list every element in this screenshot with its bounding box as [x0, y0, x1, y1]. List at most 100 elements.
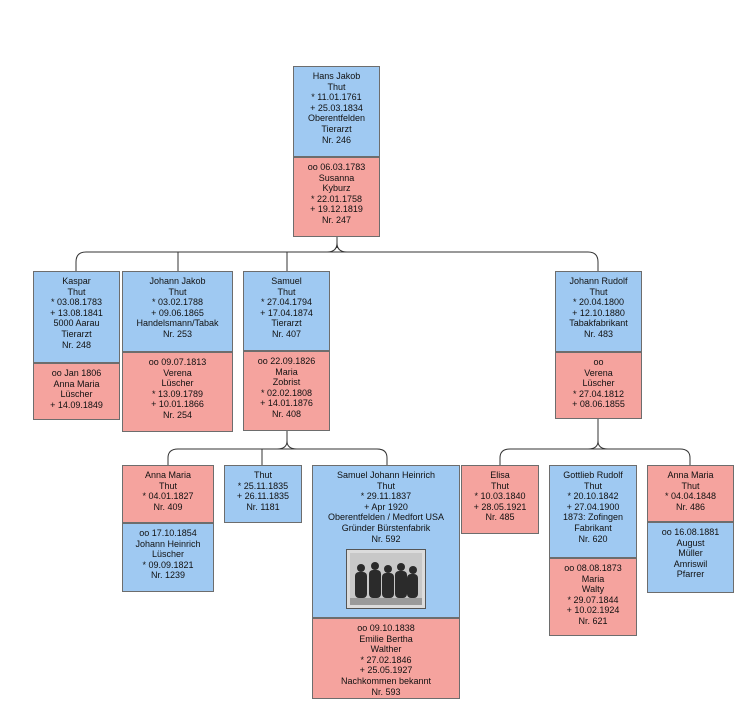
surname: Lüscher — [582, 378, 615, 389]
name: Anna Maria — [667, 470, 714, 480]
occupation: Tierarzt — [321, 123, 352, 134]
person-anna-maria-thut-1848[interactable]: Anna Maria Thut * 04.04.1848 Nr. 486 — [647, 465, 734, 522]
number: Nr. 620 — [578, 533, 608, 544]
number: Nr. 248 — [61, 339, 92, 350]
surname: Kyburz — [322, 183, 351, 194]
death: + Apr 1920 — [364, 501, 408, 512]
surname: Thut — [158, 480, 177, 491]
occupation: Pfarrer — [676, 569, 705, 580]
person-gottlieb-rudolf-thut[interactable]: Gottlieb Rudolf Thut * 20.10.1842 + 27.0… — [549, 465, 637, 558]
person-hans-jakob-thut[interactable]: Hans Jakob Thut * 11.01.1761 + 25.03.183… — [293, 66, 380, 157]
occupation: Tierarzt — [271, 318, 302, 329]
marriage: oo 09.10.1838 — [357, 623, 415, 633]
marriage: oo 09.07.1813 — [148, 357, 207, 367]
name: Maria — [275, 366, 298, 377]
spouse-maria-walty[interactable]: oo 08.08.1873 Maria Walty * 29.07.1844 +… — [549, 558, 637, 636]
name: Gottlieb Rudolf — [563, 470, 623, 480]
birth: * 27.04.1812 — [572, 388, 625, 399]
number: Nr. 246 — [321, 134, 352, 145]
marriage: oo 16.08.1881 — [661, 527, 720, 537]
birth: * 25.11.1835 — [237, 480, 289, 491]
name: Samuel — [271, 276, 302, 286]
spouse-susanna-kyburz[interactable]: oo 06.03.1783 Susanna Kyburz * 22.01.175… — [293, 157, 380, 237]
person-kaspar-thut[interactable]: Kaspar Thut * 03.08.1783 + 13.08.1841 50… — [33, 271, 120, 363]
death: + 17.04.1874 — [260, 307, 313, 318]
death: + 08.06.1855 — [572, 399, 625, 410]
name: Hans Jakob — [312, 71, 361, 81]
number: Nr. 254 — [162, 409, 193, 420]
name: Anna Maria — [144, 470, 192, 480]
name: Verena — [163, 367, 192, 378]
number: Nr. 247 — [321, 214, 352, 225]
death: + 19.12.1819 — [310, 204, 363, 215]
number: Nr. 593 — [371, 686, 401, 697]
death: + 25.03.1834 — [310, 102, 363, 113]
birth: * 22.01.1758 — [310, 193, 363, 204]
place: Amriswil — [673, 558, 708, 569]
person-johann-jakob-thut[interactable]: Johann Jakob Thut * 03.02.1788 + 09.06.1… — [122, 271, 233, 352]
death: + 28.05.1921 — [473, 501, 527, 512]
name: Emilie Bertha — [359, 633, 413, 644]
birth: * 09.09.1821 — [142, 559, 194, 570]
spouse-august-muller[interactable]: oo 16.08.1881 August Müller Amriswil Pfa… — [647, 522, 734, 593]
place: Oberentfelden / Medfort USA — [327, 512, 445, 523]
death: + 14.01.1876 — [260, 398, 313, 409]
birth: * 29.11.1837 — [360, 491, 412, 502]
name: Susanna — [318, 172, 355, 183]
death: + 26.11.1835 — [236, 491, 290, 502]
person-thut-1835[interactable]: Thut * 25.11.1835 + 26.11.1835 Nr. 1181 — [224, 465, 302, 523]
spouse-maria-zobrist[interactable]: oo 22.09.1826 Maria Zobrist * 02.02.1808… — [243, 351, 330, 431]
number: Nr. 485 — [485, 512, 515, 523]
spouse-anna-maria-luscher[interactable]: oo Jan 1806 Anna Maria Lüscher + 14.09.1… — [33, 363, 120, 420]
spouse-verena-luscher-1812[interactable]: oo Verena Lüscher * 27.04.1812 + 08.06.1… — [555, 352, 642, 419]
person-anna-maria-thut-1827[interactable]: Anna Maria Thut * 04.01.1827 Nr. 409 — [122, 465, 214, 523]
surname: Zobrist — [272, 377, 301, 388]
name: Johann Rudolf — [569, 276, 628, 286]
birth: * 03.02.1788 — [151, 297, 204, 308]
surname: Thut — [253, 470, 272, 480]
name: Johann Heinrich — [135, 538, 201, 549]
number: Nr. 621 — [578, 615, 608, 626]
name: Elisa — [490, 470, 510, 480]
birth: * 03.08.1783 — [50, 297, 103, 308]
spouse-verena-luscher-1789[interactable]: oo 09.07.1813 Verena Lüscher * 13.09.178… — [122, 352, 233, 432]
birth: * 11.01.1761 — [311, 92, 362, 103]
name: Maria — [581, 573, 605, 584]
birth: * 20.04.1800 — [572, 297, 625, 308]
surname: Thut — [589, 286, 608, 297]
name: Johann Jakob — [149, 276, 206, 286]
death: + 12.10.1880 — [572, 307, 625, 318]
spouse-johann-heinrich-luscher[interactable]: oo 17.10.1854 Johann Heinrich Lüscher * … — [122, 523, 214, 592]
marriage: oo — [593, 357, 604, 367]
marriage: oo 22.09.1826 — [257, 356, 316, 366]
death: + 09.06.1865 — [151, 307, 204, 318]
number: Nr. 592 — [371, 533, 401, 544]
number: Nr. 408 — [271, 408, 302, 419]
birth: * 02.02.1808 — [260, 387, 313, 398]
marriage: oo Jan 1806 — [51, 368, 102, 378]
birth: * 04.04.1848 — [664, 491, 717, 502]
surname: Walther — [370, 644, 402, 655]
birth: * 20.10.1842 — [567, 491, 619, 502]
note: Nachkommen bekannt — [340, 675, 432, 686]
spouse-emilie-bertha-walther[interactable]: oo 09.10.1838 Emilie Bertha Walther * 27… — [312, 618, 460, 699]
person-samuel-thut[interactable]: Samuel Thut * 27.04.1794 + 17.04.1874 Ti… — [243, 271, 330, 351]
marriage: oo 08.08.1873 — [564, 563, 622, 573]
birth: * 27.04.1794 — [260, 297, 313, 308]
surname: Lüscher — [60, 389, 93, 400]
birth: * 13.09.1789 — [151, 388, 204, 399]
surname: Thut — [681, 480, 700, 491]
surname: Müller — [678, 548, 703, 559]
surname: Thut — [583, 480, 602, 491]
number: Nr. 253 — [162, 328, 193, 339]
occupation: Handelsmann/Tabak — [136, 318, 219, 329]
person-johann-rudolf-thut[interactable]: Johann Rudolf Thut * 20.04.1800 + 12.10.… — [555, 271, 642, 352]
surname: Lüscher — [161, 378, 194, 389]
occupation: Gründer Bürstenfabrik — [341, 522, 431, 533]
death: + 10.01.1866 — [151, 399, 204, 410]
person-elisa-thut[interactable]: Elisa Thut * 10.03.1840 + 28.05.1921 Nr.… — [461, 465, 539, 534]
occupation: Tierarzt — [61, 328, 92, 339]
number: Nr. 1181 — [246, 501, 280, 512]
person-samuel-johann-heinrich-thut[interactable]: Samuel Johann Heinrich Thut * 29.11.1837… — [312, 465, 460, 618]
number: Nr. 407 — [271, 328, 302, 339]
